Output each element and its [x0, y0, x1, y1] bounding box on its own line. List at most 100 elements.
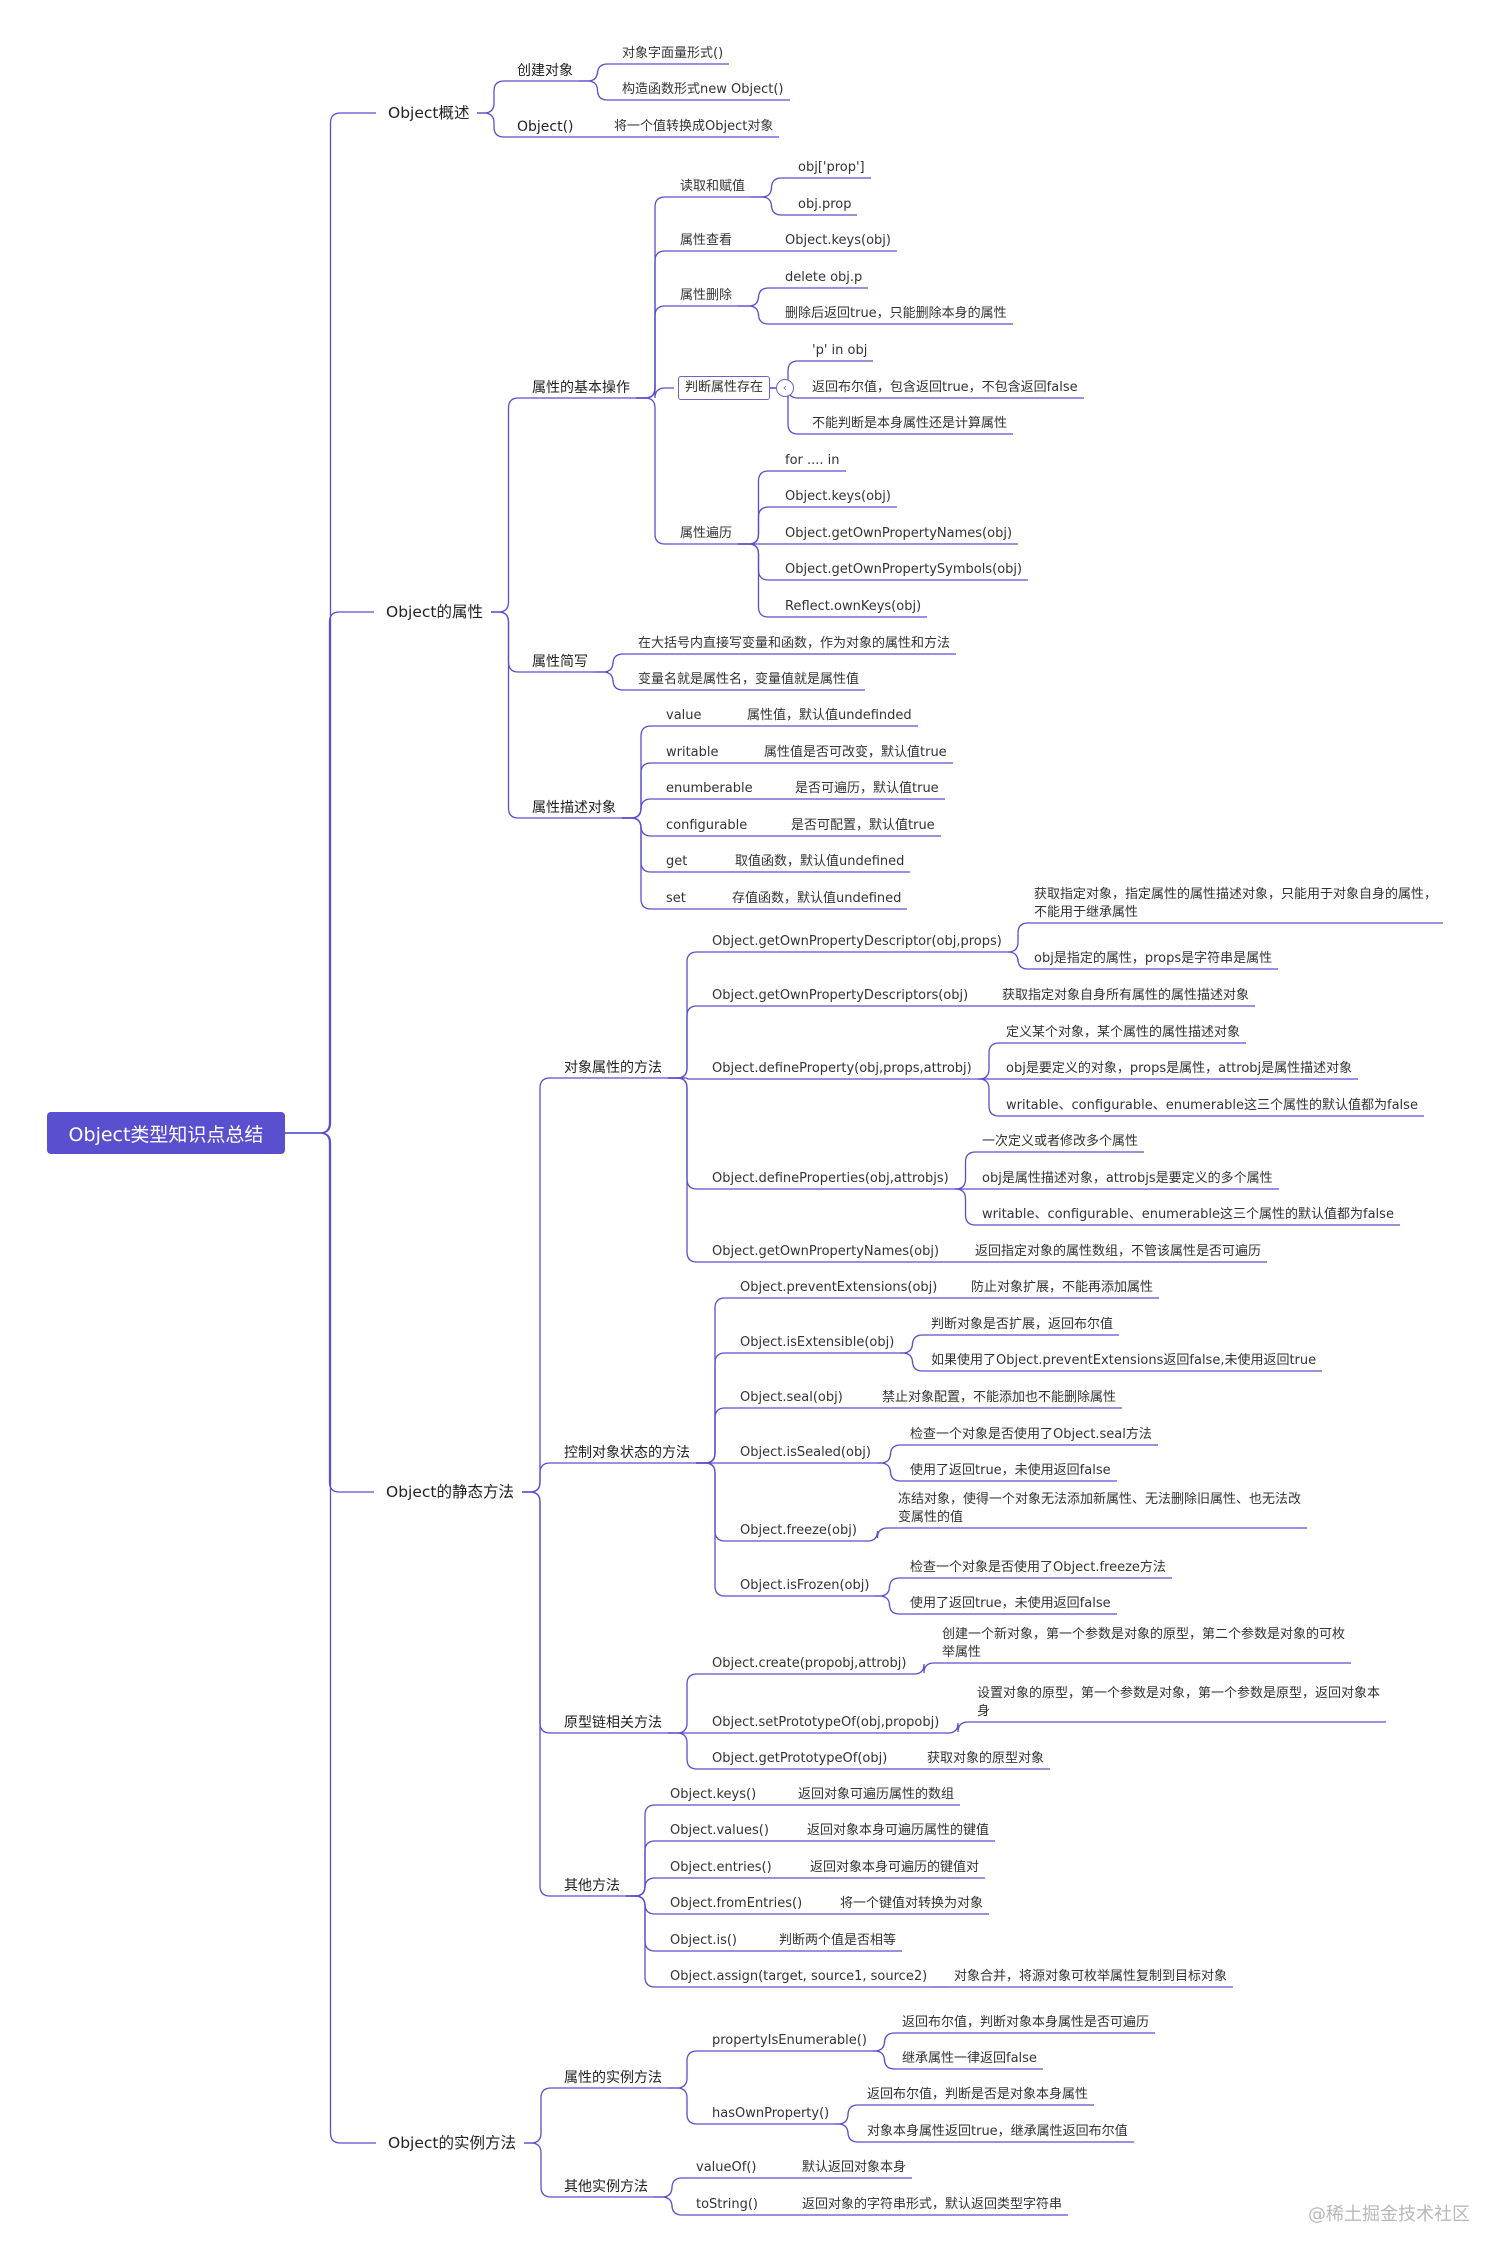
node-opm[interactable]: 对象属性的方法 [564, 1060, 662, 1076]
node-props[interactable]: Object的属性 [378, 600, 491, 624]
node-s4[interactable]: Object.isSealed(obj) [740, 1445, 871, 1460]
node-d4[interactable]: configurable [666, 818, 748, 833]
node-sh2[interactable]: 变量名就是属性名，变量值就是属性值 [638, 672, 860, 687]
node-s2b[interactable]: 如果使用了Object.preventExtensions返回false,未使用… [931, 1353, 1317, 1368]
node-ot5a[interactable]: 判断两个值是否相等 [779, 1933, 897, 1948]
node-o1[interactable]: Object.getOwnPropertyDescriptor(obj,prop… [712, 934, 1002, 949]
node-d1a[interactable]: 属性值，默认值undefinded [747, 708, 912, 723]
node-s4a[interactable]: 检查一个对象是否使用了Object.seal方法 [910, 1427, 1152, 1442]
node-d5a[interactable]: 取值函数，默认值undefined [735, 854, 905, 869]
node-ot5[interactable]: Object.is() [670, 1933, 737, 1948]
node-s3a[interactable]: 禁止对象配置，不能添加也不能删除属性 [882, 1390, 1117, 1405]
node-overview[interactable]: Object概述 [380, 101, 478, 125]
node-p1a[interactable]: 创建一个新对象，第一个参数是对象的原型，第二个参数是对象的可枚举属性 [942, 1627, 1346, 1660]
node-short[interactable]: 属性简写 [532, 654, 588, 670]
node-ot6a[interactable]: 对象合并，将源对象可枚举属性复制到目标对象 [954, 1969, 1228, 1984]
node-s1[interactable]: Object.preventExtensions(obj) [740, 1280, 938, 1295]
node-ot4[interactable]: Object.fromEntries() [670, 1896, 803, 1911]
node-o5[interactable]: Object.getOwnPropertyNames(obj) [712, 1244, 940, 1259]
node-it2[interactable]: Object.keys(obj) [785, 489, 891, 504]
node-i2a[interactable]: 返回布尔值，判断是否是对象本身属性 [867, 2087, 1089, 2102]
node-d5[interactable]: get [666, 854, 688, 869]
node-o3c[interactable]: writable、configurable、enumerable这三个属性的默认… [1006, 1098, 1418, 1113]
node-view1[interactable]: Object.keys(obj) [785, 233, 891, 248]
node-oi1a[interactable]: 默认返回对象本身 [802, 2160, 907, 2175]
node-s5a[interactable]: 冻结对象，使得一个对象无法添加新属性、无法删除旧属性、也无法改变属性的值 [898, 1492, 1302, 1525]
node-ex3[interactable]: 不能判断是本身属性还是计算属性 [812, 416, 1008, 431]
node-s6a[interactable]: 检查一个对象是否使用了Object.freeze方法 [910, 1560, 1166, 1575]
node-ot2[interactable]: Object.values() [670, 1823, 769, 1838]
node-it1[interactable]: for .... in [785, 453, 840, 468]
node-exist[interactable]: 判断属性存在 [678, 376, 771, 400]
node-s2[interactable]: Object.isExtensible(obj) [740, 1335, 895, 1350]
node-del2[interactable]: 删除后返回true，只能删除本身的属性 [785, 306, 1007, 321]
node-o4c[interactable]: writable、configurable、enumerable这三个属性的默认… [982, 1207, 1394, 1222]
node-it3[interactable]: Object.getOwnPropertyNames(obj) [785, 526, 1013, 541]
node-objfn1[interactable]: 将一个值转换成Object对象 [614, 119, 774, 134]
node-ot3a[interactable]: 返回对象本身可遍历的键值对 [810, 1860, 980, 1875]
node-d3[interactable]: enumberable [666, 781, 753, 796]
node-i2b[interactable]: 对象本身属性返回true，继承属性返回布尔值 [867, 2124, 1128, 2139]
node-o4b[interactable]: obj是属性描述对象，attrobjs是要定义的多个属性 [982, 1171, 1273, 1186]
node-s4b[interactable]: 使用了返回true，未使用返回false [910, 1463, 1111, 1478]
node-basic[interactable]: 属性的基本操作 [532, 380, 630, 396]
node-ot1[interactable]: Object.keys() [670, 1787, 757, 1802]
node-d6a[interactable]: 存值函数，默认值undefined [732, 891, 902, 906]
node-rw[interactable]: 读取和赋值 [680, 179, 746, 194]
node-o3a[interactable]: 定义某个对象，某个属性的属性描述对象 [1006, 1025, 1241, 1040]
node-ot2a[interactable]: 返回对象本身可遍历属性的键值 [807, 1823, 990, 1838]
node-static[interactable]: Object的静态方法 [378, 1480, 522, 1504]
node-d2a[interactable]: 属性值是否可改变，默认值true [764, 745, 947, 760]
node-s2a[interactable]: 判断对象是否扩展，返回布尔值 [931, 1317, 1114, 1332]
node-s1a[interactable]: 防止对象扩展，不能再添加属性 [971, 1280, 1154, 1295]
node-del[interactable]: 属性删除 [680, 288, 733, 303]
node-p3[interactable]: Object.getPrototypeOf(obj) [712, 1751, 888, 1766]
node-o1b[interactable]: obj是指定的属性，props是字符串是属性 [1034, 951, 1273, 966]
root-node[interactable]: Object类型知识点总结 [47, 1112, 285, 1154]
node-d4a[interactable]: 是否可配置，默认值true [791, 818, 935, 833]
node-d6[interactable]: set [666, 891, 686, 906]
node-ex1[interactable]: 'p' in obj [812, 343, 868, 358]
node-del1[interactable]: delete obj.p [785, 270, 863, 285]
node-o2[interactable]: Object.getOwnPropertyDescriptors(obj) [712, 988, 969, 1003]
node-ot3[interactable]: Object.entries() [670, 1860, 772, 1875]
node-csm[interactable]: 控制对象状态的方法 [564, 1445, 690, 1461]
node-proto[interactable]: 原型链相关方法 [564, 1715, 662, 1731]
node-inst[interactable]: Object的实例方法 [380, 2131, 524, 2155]
node-oi2a[interactable]: 返回对象的字符串形式，默认返回类型字符串 [802, 2197, 1063, 2212]
node-view[interactable]: 属性查看 [680, 233, 733, 248]
node-o1a[interactable]: 获取指定对象，指定属性的属性描述对象，只能用于对象自身的属性，不能用于继承属性 [1034, 887, 1438, 920]
node-desc[interactable]: 属性描述对象 [532, 800, 616, 816]
node-o2a[interactable]: 获取指定对象自身所有属性的属性描述对象 [1002, 988, 1250, 1003]
node-d3a[interactable]: 是否可遍历，默认值true [795, 781, 939, 796]
node-sh1[interactable]: 在大括号内直接写变量和函数，作为对象的属性和方法 [638, 636, 951, 651]
node-oim[interactable]: 其他实例方法 [564, 2179, 648, 2195]
node-ot1a[interactable]: 返回对象可遍历属性的数组 [798, 1787, 955, 1802]
node-create[interactable]: 创建对象 [517, 63, 573, 79]
node-ot6[interactable]: Object.assign(target, source1, source2) [670, 1969, 928, 1984]
node-oi1[interactable]: valueOf() [696, 2160, 757, 2175]
node-p3a[interactable]: 获取对象的原型对象 [927, 1751, 1045, 1766]
node-iter[interactable]: 属性遍历 [680, 526, 733, 541]
node-objfn[interactable]: Object() [517, 119, 574, 135]
node-oi2[interactable]: toString() [696, 2197, 758, 2212]
node-i1a[interactable]: 返回布尔值，判断对象本身属性是否可遍历 [902, 2015, 1150, 2030]
node-i1b[interactable]: 继承属性一律返回false [902, 2051, 1037, 2066]
node-o5a[interactable]: 返回指定对象的属性数组，不管该属性是否可遍历 [975, 1244, 1262, 1259]
node-d2[interactable]: writable [666, 745, 719, 760]
node-it5[interactable]: Reflect.ownKeys(obj) [785, 599, 922, 614]
node-d1[interactable]: value [666, 708, 702, 723]
node-s5[interactable]: Object.freeze(obj) [740, 1523, 857, 1538]
node-rw1[interactable]: obj['prop'] [798, 160, 865, 175]
node-s3[interactable]: Object.seal(obj) [740, 1390, 843, 1405]
node-o3b[interactable]: obj是要定义的对象，props是属性，attrobj是属性描述对象 [1006, 1061, 1353, 1076]
node-ipm[interactable]: 属性的实例方法 [564, 2070, 662, 2086]
node-ot4a[interactable]: 将一个键值对转换为对象 [840, 1896, 984, 1911]
node-other[interactable]: 其他方法 [564, 1878, 620, 1894]
node-it4[interactable]: Object.getOwnPropertySymbols(obj) [785, 562, 1023, 577]
node-p2a[interactable]: 设置对象的原型，第一个参数是对象，第一个参数是原型，返回对象本身 [977, 1686, 1381, 1719]
node-o4a[interactable]: 一次定义或者修改多个属性 [982, 1134, 1139, 1149]
node-ex2[interactable]: 返回布尔值，包含返回true，不包含返回false [812, 380, 1078, 395]
node-c1[interactable]: 对象字面量形式() [622, 46, 724, 61]
node-p2[interactable]: Object.setPrototypeOf(obj,propobj) [712, 1715, 940, 1730]
